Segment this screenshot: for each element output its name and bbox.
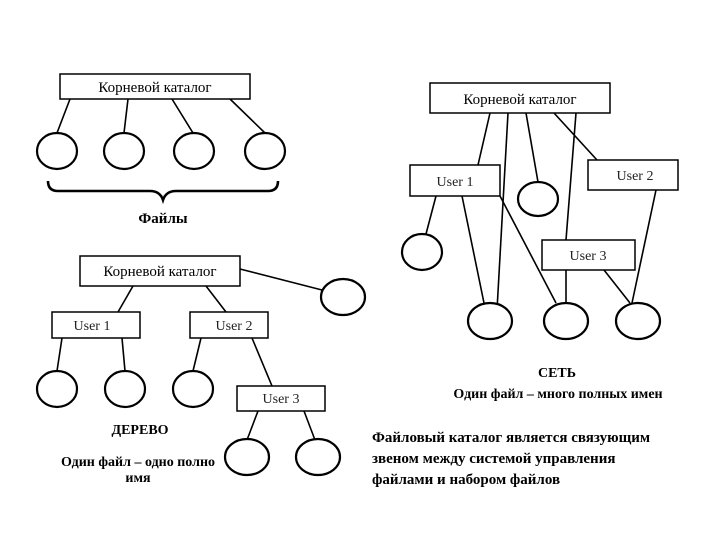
file-node: [516, 180, 560, 218]
edge: [303, 410, 316, 441]
summary-line1: Файловый каталог является связующим: [372, 430, 650, 446]
file-node: [294, 437, 342, 477]
network-root-label: Корневой каталог: [463, 92, 576, 108]
edge: [477, 112, 491, 166]
tree-caption-line1: Один файл – одно полно: [61, 455, 215, 470]
tree-user1-label: User 1: [74, 319, 111, 334]
root-catalog-label: Корневой каталог: [98, 80, 211, 96]
tree-root-label: Корневой каталог: [103, 264, 216, 280]
edge: [117, 285, 134, 313]
edge: [123, 98, 129, 134]
edge: [192, 337, 202, 372]
network-user1-box: [409, 164, 501, 197]
file-node: [103, 369, 147, 409]
edge: [246, 410, 259, 441]
summary-note: Файловый каталог является связующим звен…: [372, 430, 650, 488]
network-user1-label: User 1: [437, 175, 474, 190]
files-brace: [46, 180, 280, 205]
edge: [229, 98, 266, 134]
tree-user2-label: User 2: [216, 319, 253, 334]
file-node: [35, 131, 79, 171]
summary-line3: файлами и набором файлов: [372, 472, 560, 488]
edge: [631, 189, 657, 304]
file-node: [319, 277, 367, 317]
tree-title: ДЕРЕВО: [111, 423, 168, 438]
network-user3-box: [541, 239, 636, 271]
edge: [235, 267, 323, 291]
edge: [496, 112, 509, 311]
file-node: [171, 369, 215, 409]
file-node: [400, 232, 444, 272]
edge: [553, 112, 598, 161]
network-title: СЕТЬ: [538, 366, 576, 381]
edge: [251, 337, 273, 387]
tree-caption-line2: имя: [125, 471, 151, 486]
edge: [56, 98, 71, 134]
file-node: [466, 301, 514, 341]
edge: [205, 285, 227, 313]
network-user3-label: User 3: [570, 249, 607, 264]
edge: [603, 269, 631, 304]
file-node: [243, 131, 287, 171]
summary-line2: звеном между системой управления: [372, 451, 615, 467]
network-user2-label: User 2: [617, 169, 654, 184]
network-root-box: [429, 82, 611, 114]
tree-user1-box: [51, 311, 141, 339]
tree-root-box: [79, 255, 241, 287]
file-node: [614, 301, 662, 341]
tree-user3-box: [236, 385, 326, 412]
edge: [425, 195, 437, 235]
file-node: [35, 369, 79, 409]
edge: [121, 337, 126, 372]
file-node: [223, 437, 271, 477]
file-node: [542, 301, 590, 341]
edge: [499, 195, 557, 304]
file-node: [172, 131, 216, 171]
edge: [565, 112, 577, 241]
edge: [525, 112, 539, 183]
file-node: [102, 131, 146, 171]
tree-user2-box: [189, 311, 269, 339]
edge: [171, 98, 194, 134]
edge: [56, 337, 63, 372]
network-catalog: Корневой каталог User 2 User 1 User 3 СЕ…: [400, 82, 679, 402]
tree-user3-label: User 3: [263, 392, 300, 407]
single-level-catalog: Корневой каталог Файлы: [35, 73, 287, 227]
edge: [461, 195, 485, 304]
root-catalog-box: [59, 73, 251, 100]
network-caption: Один файл – много полных имен: [453, 387, 662, 402]
tree-catalog: Корневой каталог User 1 User 2 User 3 ДЕ…: [35, 255, 367, 486]
network-user2-box: [587, 159, 679, 191]
files-label: Файлы: [138, 211, 187, 227]
